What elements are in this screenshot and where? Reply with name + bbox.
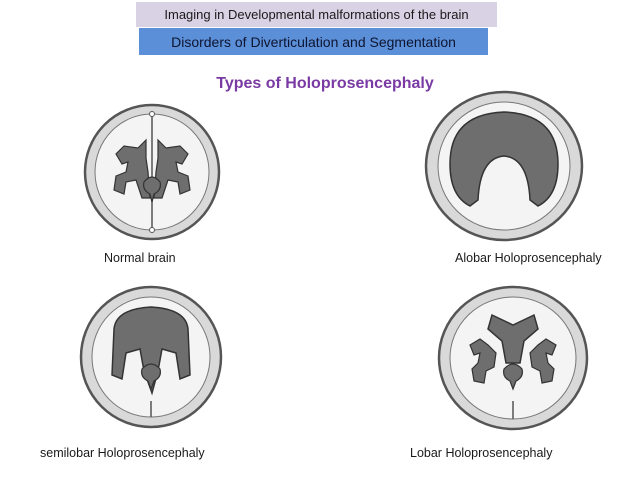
- semilobar-diagram: [79, 285, 223, 429]
- lobar-label: Lobar Holoprosencephaly: [410, 446, 553, 460]
- semilobar-label: semilobar Holoprosencephaly: [40, 446, 205, 460]
- third-ventricle: [503, 363, 523, 391]
- banner-topic: Imaging in Developmental malformations o…: [136, 2, 497, 27]
- lobar-diagram: [437, 285, 589, 431]
- normal-brain-diagram: [83, 103, 221, 241]
- monoventricle: [449, 111, 559, 207]
- fused-frontal-horns: [487, 313, 539, 364]
- alobar-label: Alobar Holoprosencephaly: [455, 251, 602, 265]
- right-temporal-horn: [529, 338, 557, 384]
- left-temporal-horn: [469, 338, 497, 384]
- third-ventricle: [143, 176, 161, 203]
- alobar-diagram: [424, 90, 584, 242]
- third-ventricle: [141, 363, 161, 391]
- falx-node-top: [149, 111, 155, 117]
- slide-title: Types of Holoprosencephaly: [216, 75, 434, 92]
- normal-brain-label: Normal brain: [104, 251, 176, 265]
- falx-node-bottom: [149, 227, 155, 233]
- banner-subtopic: Disorders of Diverticulation and Segment…: [139, 28, 488, 55]
